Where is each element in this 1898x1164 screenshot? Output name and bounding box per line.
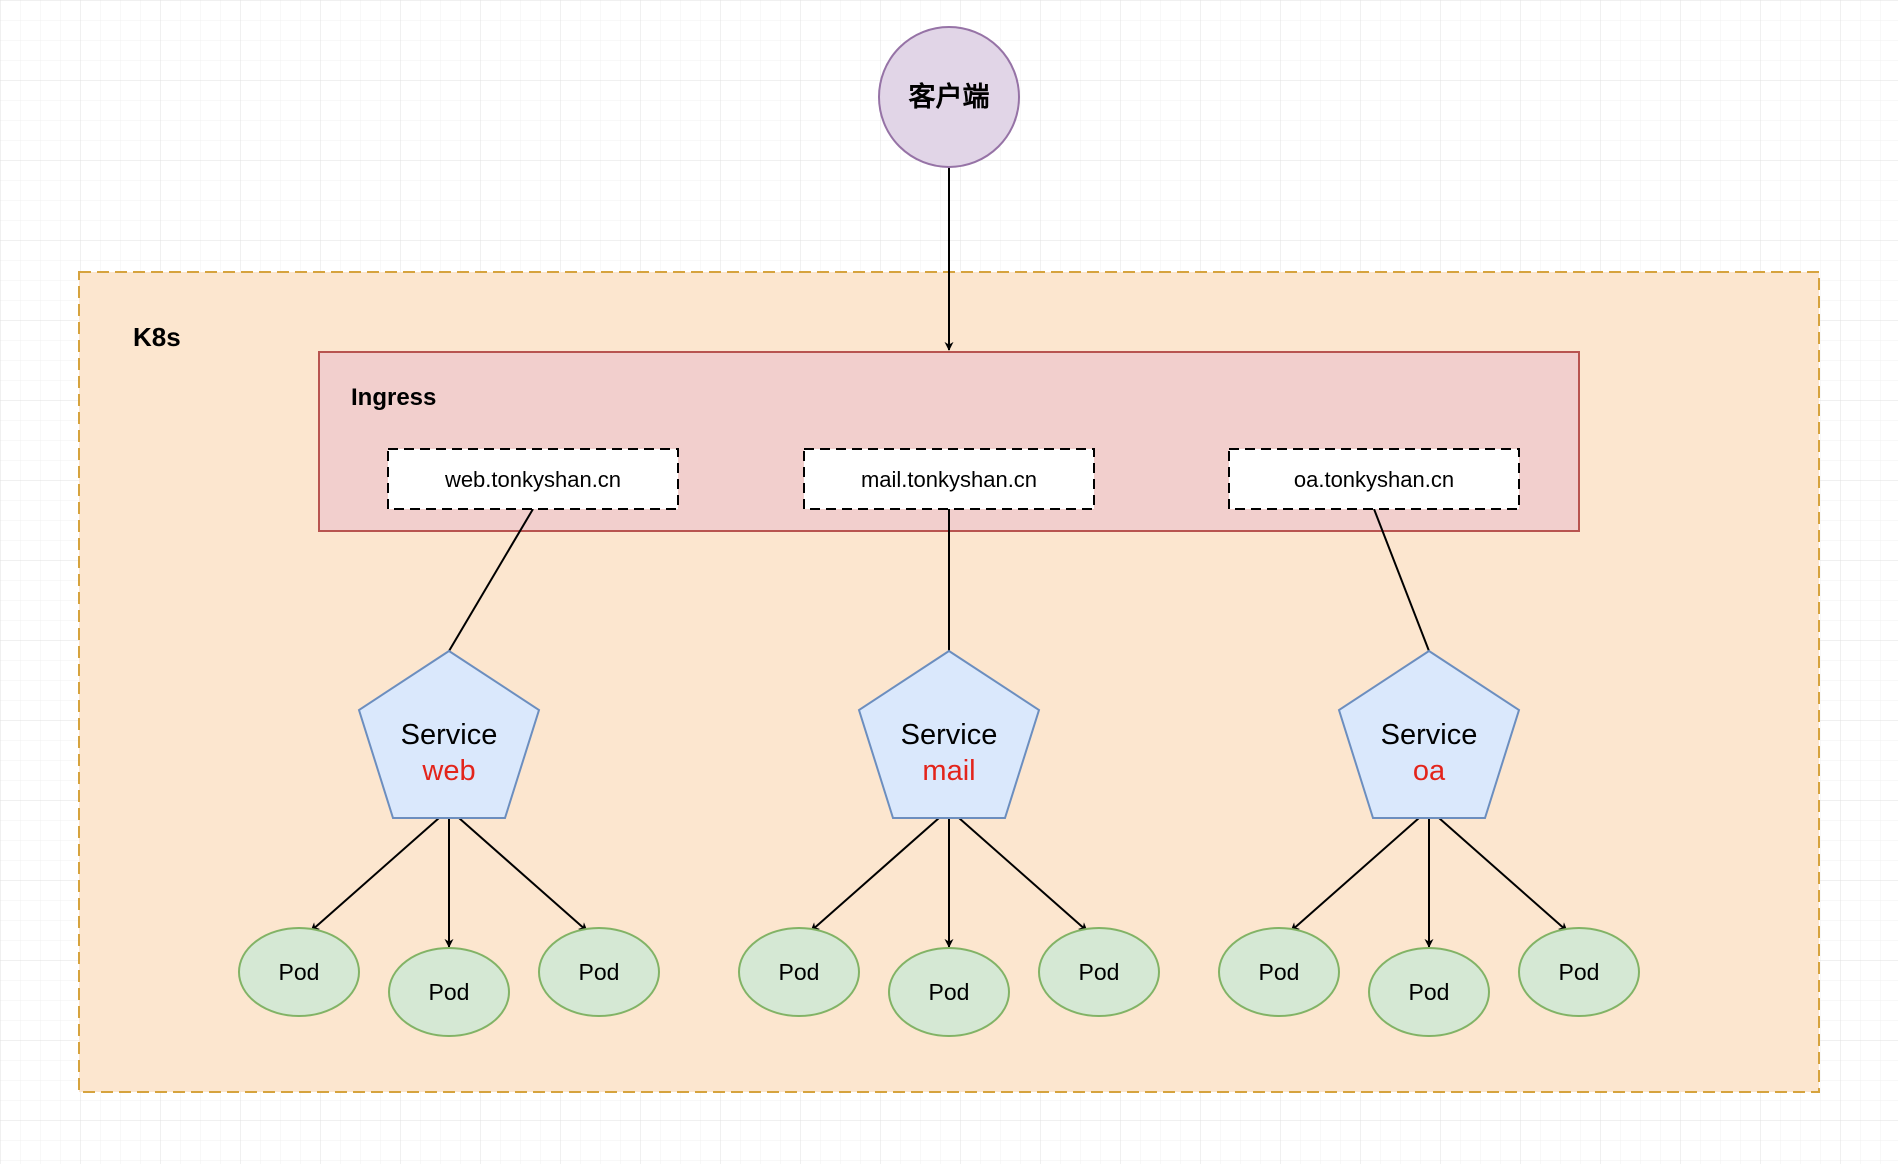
edge-service-pod [1290, 817, 1420, 932]
pod-label: Pod [779, 959, 820, 985]
pod-label: Pod [1409, 979, 1450, 1005]
service-name: mail [922, 755, 975, 787]
client-label: 客户端 [909, 81, 990, 112]
pod-ellipse [888, 947, 1010, 1037]
service-pentagon [1337, 649, 1521, 819]
edge-service-pod [958, 817, 1088, 932]
pod-ellipse [238, 927, 360, 1017]
service-name: web [421, 755, 475, 787]
service-pentagon [857, 649, 1041, 819]
pod-ellipse [388, 947, 510, 1037]
host-box [387, 448, 679, 510]
client-node[interactable]: 客户端 [878, 26, 1020, 168]
host-label: mail.tonkyshan.cn [861, 467, 1037, 492]
services: Service web Service mail Service oa [357, 649, 1521, 819]
ingress-host-0[interactable]: web.tonkyshan.cn [387, 448, 679, 510]
ingress-label: Ingress [351, 384, 436, 411]
service-title: Service [1381, 719, 1478, 751]
pod-ellipse [1518, 927, 1640, 1017]
pod-ellipse [1038, 927, 1160, 1017]
host-box [803, 448, 1095, 510]
service-web[interactable]: Service web [357, 649, 541, 819]
pod-ellipse [1368, 947, 1490, 1037]
pod-label: Pod [1559, 959, 1600, 985]
pod-web-1[interactable]: Pod [388, 947, 510, 1037]
pod-label: Pod [929, 979, 970, 1005]
pod-oa-2[interactable]: Pod [1518, 927, 1640, 1017]
edge-service-pod [810, 817, 940, 932]
host-label: oa.tonkyshan.cn [1294, 467, 1454, 492]
edge-service-pod [458, 817, 588, 932]
pod-oa-1[interactable]: Pod [1368, 947, 1490, 1037]
pod-web-0[interactable]: Pod [238, 927, 360, 1017]
pod-mail-1[interactable]: Pod [888, 947, 1010, 1037]
pod-web-2[interactable]: Pod [538, 927, 660, 1017]
pod-label: Pod [429, 979, 470, 1005]
pod-oa-0[interactable]: Pod [1218, 927, 1340, 1017]
pod-ellipse [538, 927, 660, 1017]
service-title: Service [401, 719, 498, 751]
ingress-hosts: web.tonkyshan.cn mail.tonkyshan.cn oa.tonk… [387, 448, 1520, 510]
pod-label: Pod [279, 959, 320, 985]
pod-mail-0[interactable]: Pod [738, 927, 860, 1017]
k8s-label: K8s [133, 322, 181, 352]
pod-label: Pod [579, 959, 620, 985]
host-box [1228, 448, 1520, 510]
host-label: web.tonkyshan.cn [444, 467, 621, 492]
ingress-host-1[interactable]: mail.tonkyshan.cn [803, 448, 1095, 510]
pod-label: Pod [1079, 959, 1120, 985]
ingress-host-2[interactable]: oa.tonkyshan.cn [1228, 448, 1520, 510]
service-pentagon [357, 649, 541, 819]
pod-mail-2[interactable]: Pod [1038, 927, 1160, 1017]
edges [310, 167, 1568, 948]
edge-host-service-2 [1373, 508, 1430, 652]
pod-label: Pod [1259, 959, 1300, 985]
service-title: Service [901, 719, 998, 751]
pod-ellipse [1218, 927, 1340, 1017]
edge-host-service-0 [448, 508, 534, 652]
edge-service-pod [1438, 817, 1568, 932]
edge-service-pod [310, 817, 440, 932]
pod-ellipse [738, 927, 860, 1017]
service-name: oa [1413, 755, 1446, 787]
service-oa[interactable]: Service oa [1337, 649, 1521, 819]
service-mail[interactable]: Service mail [857, 649, 1041, 819]
client-circle [878, 26, 1020, 168]
